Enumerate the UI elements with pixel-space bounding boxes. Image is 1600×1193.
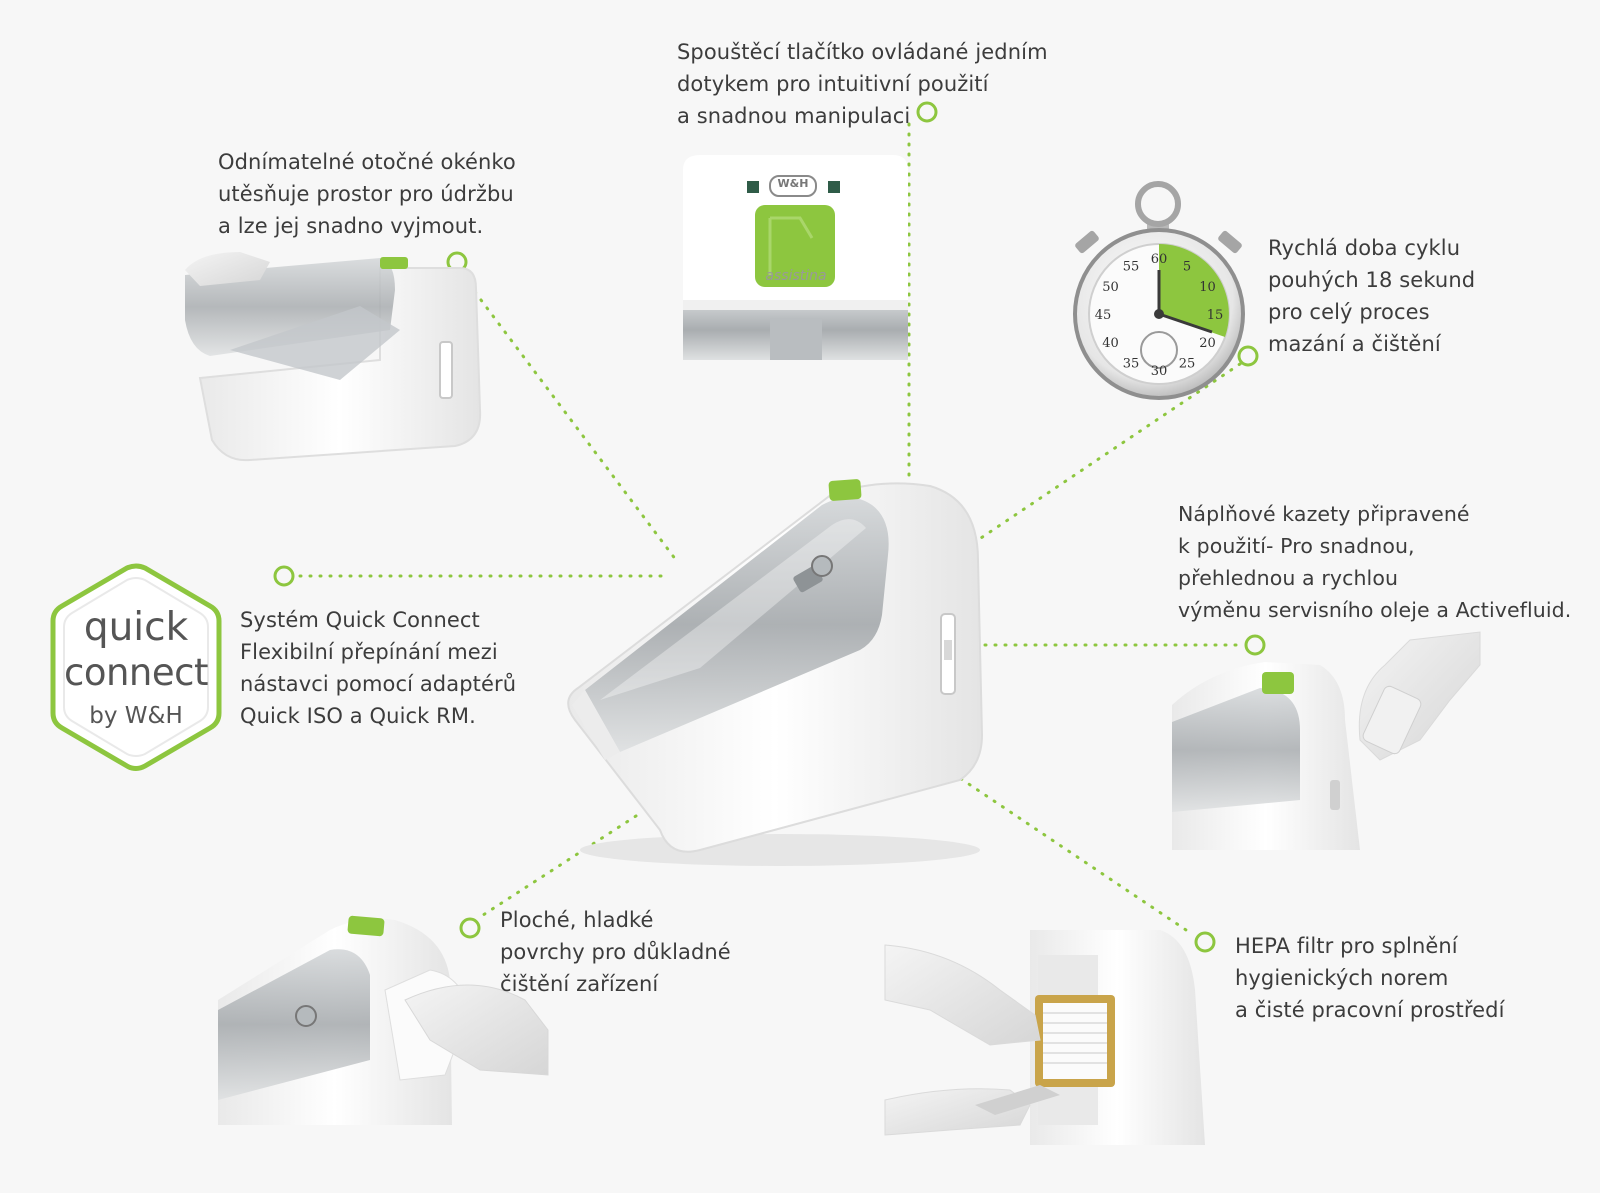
stopwatch-number: 60 [1151, 252, 1168, 267]
caption-cartridges: Náplňové kazety připravené k použití- Pr… [1178, 502, 1572, 622]
trigger-device-illustration [683, 155, 908, 360]
connector-hepa [934, 760, 1194, 936]
marker-cycle [1237, 345, 1259, 367]
marker-cartridges [1244, 634, 1266, 656]
caption-flat-surfaces: Ploché, hladké povrchy pro důkladné čišt… [500, 908, 731, 996]
caption-quick-connect: Systém Quick Connect Flexibilní přepínán… [240, 608, 517, 728]
caption-cycle-time: Rychlá doba cyklu pouhých 18 sekund pro … [1268, 236, 1476, 356]
stopwatch-number: 55 [1123, 260, 1140, 275]
marker-quick-connect [273, 565, 295, 587]
stopwatch-number: 35 [1123, 357, 1140, 372]
hepa-device-illustration [884, 930, 1205, 1145]
connector-lines [298, 122, 1245, 936]
connector-markers [273, 101, 1266, 953]
stopwatch-number: 10 [1199, 280, 1216, 295]
stopwatch-number: 50 [1102, 280, 1119, 295]
device-brand-label: W&H [777, 177, 809, 190]
stopwatch-number: 15 [1207, 308, 1224, 323]
stopwatch-number: 40 [1102, 336, 1119, 351]
stopwatch-number: 25 [1179, 357, 1196, 372]
marker-trigger [916, 101, 938, 123]
cartridge-device-illustration [1172, 631, 1481, 850]
surfaces-device-illustration [218, 915, 549, 1125]
window-device-illustration [185, 252, 482, 462]
marker-surfaces [459, 917, 481, 939]
caption-hepa-filter: HEPA filtr pro splnění hygienických nore… [1235, 934, 1505, 1022]
marker-hepa [1194, 931, 1216, 953]
connector-window [455, 266, 678, 562]
logo-text-quick: quick [83, 605, 189, 650]
caption-trigger-button: Spouštěcí tlačítko ovládané jedním dotyk… [677, 40, 1048, 128]
stopwatch-number: 30 [1151, 364, 1168, 379]
stopwatch-number: 20 [1199, 336, 1216, 351]
device-model-label: assistina [765, 268, 827, 284]
stopwatch-number: 5 [1183, 260, 1191, 275]
quick-connect-logo [50, 563, 222, 771]
logo-text-connect: connect [64, 651, 209, 694]
caption-removable-window: Odnímatelné otočné okénko utěsňuje prost… [218, 150, 516, 238]
main-device-illustration [567, 479, 984, 866]
stopwatch-number: 45 [1095, 308, 1112, 323]
logo-text-by-wh: by W&H [89, 703, 183, 729]
connector-surfaces [478, 814, 638, 919]
